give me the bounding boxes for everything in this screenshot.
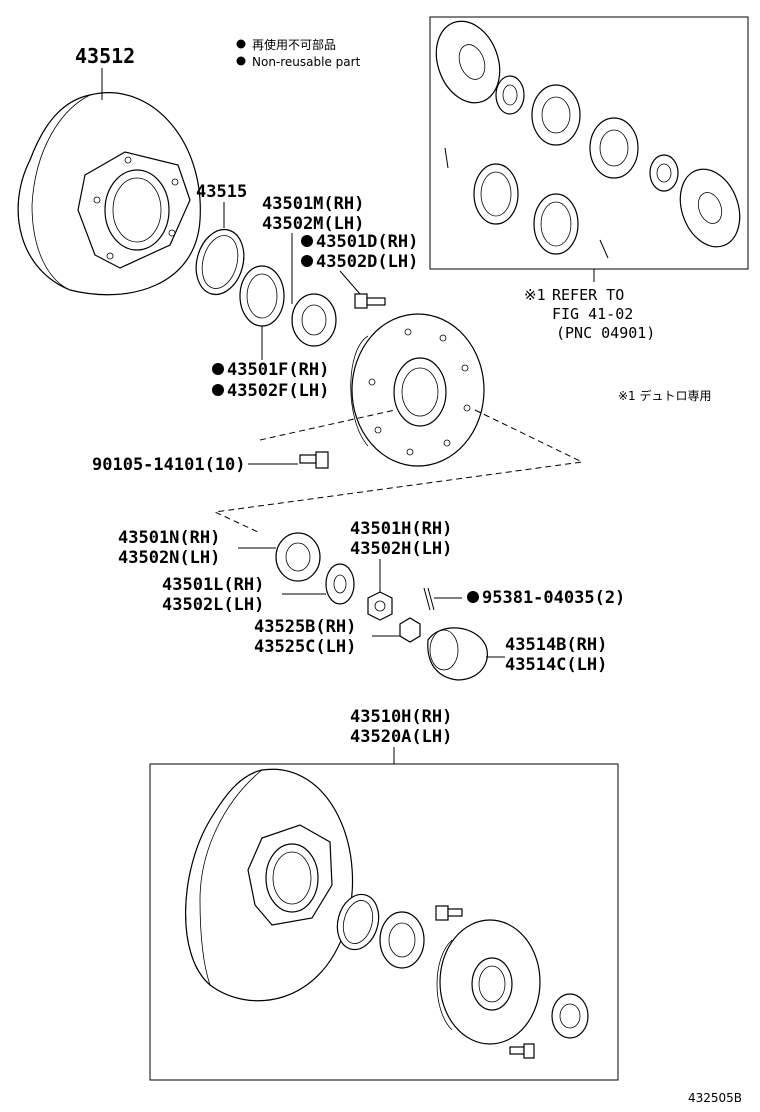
ring-icon bbox=[336, 893, 380, 951]
label-43514B[interactable]: 43514B(RH) bbox=[505, 635, 607, 655]
seal-icon bbox=[473, 163, 519, 225]
label-43502M[interactable]: 43502M(LH) bbox=[262, 214, 364, 234]
drive-flange-icon bbox=[435, 20, 501, 104]
refer-line1[interactable]: REFER TO bbox=[552, 286, 624, 304]
bushing-icon bbox=[531, 84, 581, 146]
brake-drum-icon bbox=[17, 92, 201, 296]
label-43501D[interactable]: 43501D(RH) bbox=[316, 232, 418, 252]
label-43501L[interactable]: 43501L(RH) bbox=[162, 575, 264, 595]
label-43502H[interactable]: 43502H(LH) bbox=[350, 539, 452, 559]
non-reusable-dot-icon bbox=[301, 235, 313, 247]
figure-id: 432505B bbox=[688, 1091, 742, 1105]
seal-icon bbox=[533, 193, 579, 255]
oil-seal-icon bbox=[379, 911, 425, 969]
axle-hub-icon bbox=[350, 313, 485, 467]
label-43501M[interactable]: 43501M(RH) bbox=[262, 194, 364, 214]
label-43502L[interactable]: 43502L(LH) bbox=[162, 595, 264, 615]
label-43501F[interactable]: 43501F(RH) bbox=[227, 360, 329, 380]
bearing-icon bbox=[275, 532, 321, 582]
legend-en: Non-reusable part bbox=[252, 55, 361, 69]
label-43525B[interactable]: 43525B(RH) bbox=[254, 617, 356, 637]
refer-mark: ※1 bbox=[524, 286, 546, 304]
label-43520A[interactable]: 43520A(LH) bbox=[350, 727, 452, 747]
pin-icon bbox=[444, 147, 449, 169]
drive-flange-icon bbox=[679, 168, 741, 248]
assembly-frame bbox=[149, 763, 619, 1081]
oil-seal-icon bbox=[239, 265, 285, 327]
label-43502N[interactable]: 43502N(LH) bbox=[118, 548, 220, 568]
bushing-icon bbox=[589, 117, 639, 179]
bearing-icon bbox=[291, 293, 337, 347]
cotter-pin-icon bbox=[423, 587, 435, 611]
hub-bolt-icon bbox=[354, 293, 386, 309]
lock-cap-icon bbox=[399, 617, 421, 643]
non-reusable-dot-icon bbox=[467, 591, 479, 603]
label-43515[interactable]: 43515 bbox=[196, 182, 247, 202]
drum-assembly-icon bbox=[185, 768, 354, 1002]
refer-line2[interactable]: FIG 41-02 bbox=[552, 305, 633, 323]
leader-43501D bbox=[339, 270, 361, 295]
washer-icon bbox=[325, 563, 355, 605]
legend-jp: 再使用不可部品 bbox=[252, 37, 336, 52]
label-43512[interactable]: 43512 bbox=[75, 44, 135, 68]
bearing-icon bbox=[649, 154, 679, 192]
nut-icon bbox=[367, 591, 393, 621]
bearing-icon bbox=[495, 75, 525, 115]
label-43501H[interactable]: 43501H(RH) bbox=[350, 519, 452, 539]
non-reusable-dot-icon bbox=[212, 363, 224, 375]
refer-line3: (PNC 04901) bbox=[556, 324, 655, 342]
pin-icon bbox=[599, 239, 609, 259]
hub-cap-icon bbox=[427, 627, 488, 681]
non-reusable-dot-icon bbox=[301, 255, 313, 267]
label-43502D[interactable]: 43502D(LH) bbox=[316, 252, 418, 272]
ring-icon bbox=[195, 228, 245, 296]
reference-frame bbox=[429, 16, 749, 270]
bearing-icon bbox=[551, 993, 589, 1039]
reference-box bbox=[429, 16, 749, 282]
label-43514C[interactable]: 43514C(LH) bbox=[505, 655, 607, 675]
label-95381[interactable]: 95381-04035(2) bbox=[482, 588, 625, 608]
section-guide bbox=[213, 409, 584, 533]
legend-dot-icon bbox=[236, 56, 246, 66]
legend: 再使用不可部品 Non-reusable part bbox=[236, 37, 361, 69]
label-43525C[interactable]: 43525C(LH) bbox=[254, 637, 356, 657]
label-43510H[interactable]: 43510H(RH) bbox=[350, 707, 452, 727]
label-43501N[interactable]: 43501N(RH) bbox=[118, 528, 220, 548]
non-reusable-dot-icon bbox=[212, 384, 224, 396]
bolt-icon bbox=[299, 451, 329, 469]
hub-bolt-icon bbox=[435, 905, 463, 921]
label-90105[interactable]: 90105-14101(10) bbox=[92, 455, 246, 475]
bolt-icon bbox=[509, 1043, 535, 1059]
legend-dot-icon bbox=[236, 39, 246, 49]
axle-hub-icon bbox=[436, 919, 541, 1045]
label-43502F[interactable]: 43502F(LH) bbox=[227, 381, 329, 401]
model-note: ※1 デュトロ専用 bbox=[618, 388, 712, 403]
